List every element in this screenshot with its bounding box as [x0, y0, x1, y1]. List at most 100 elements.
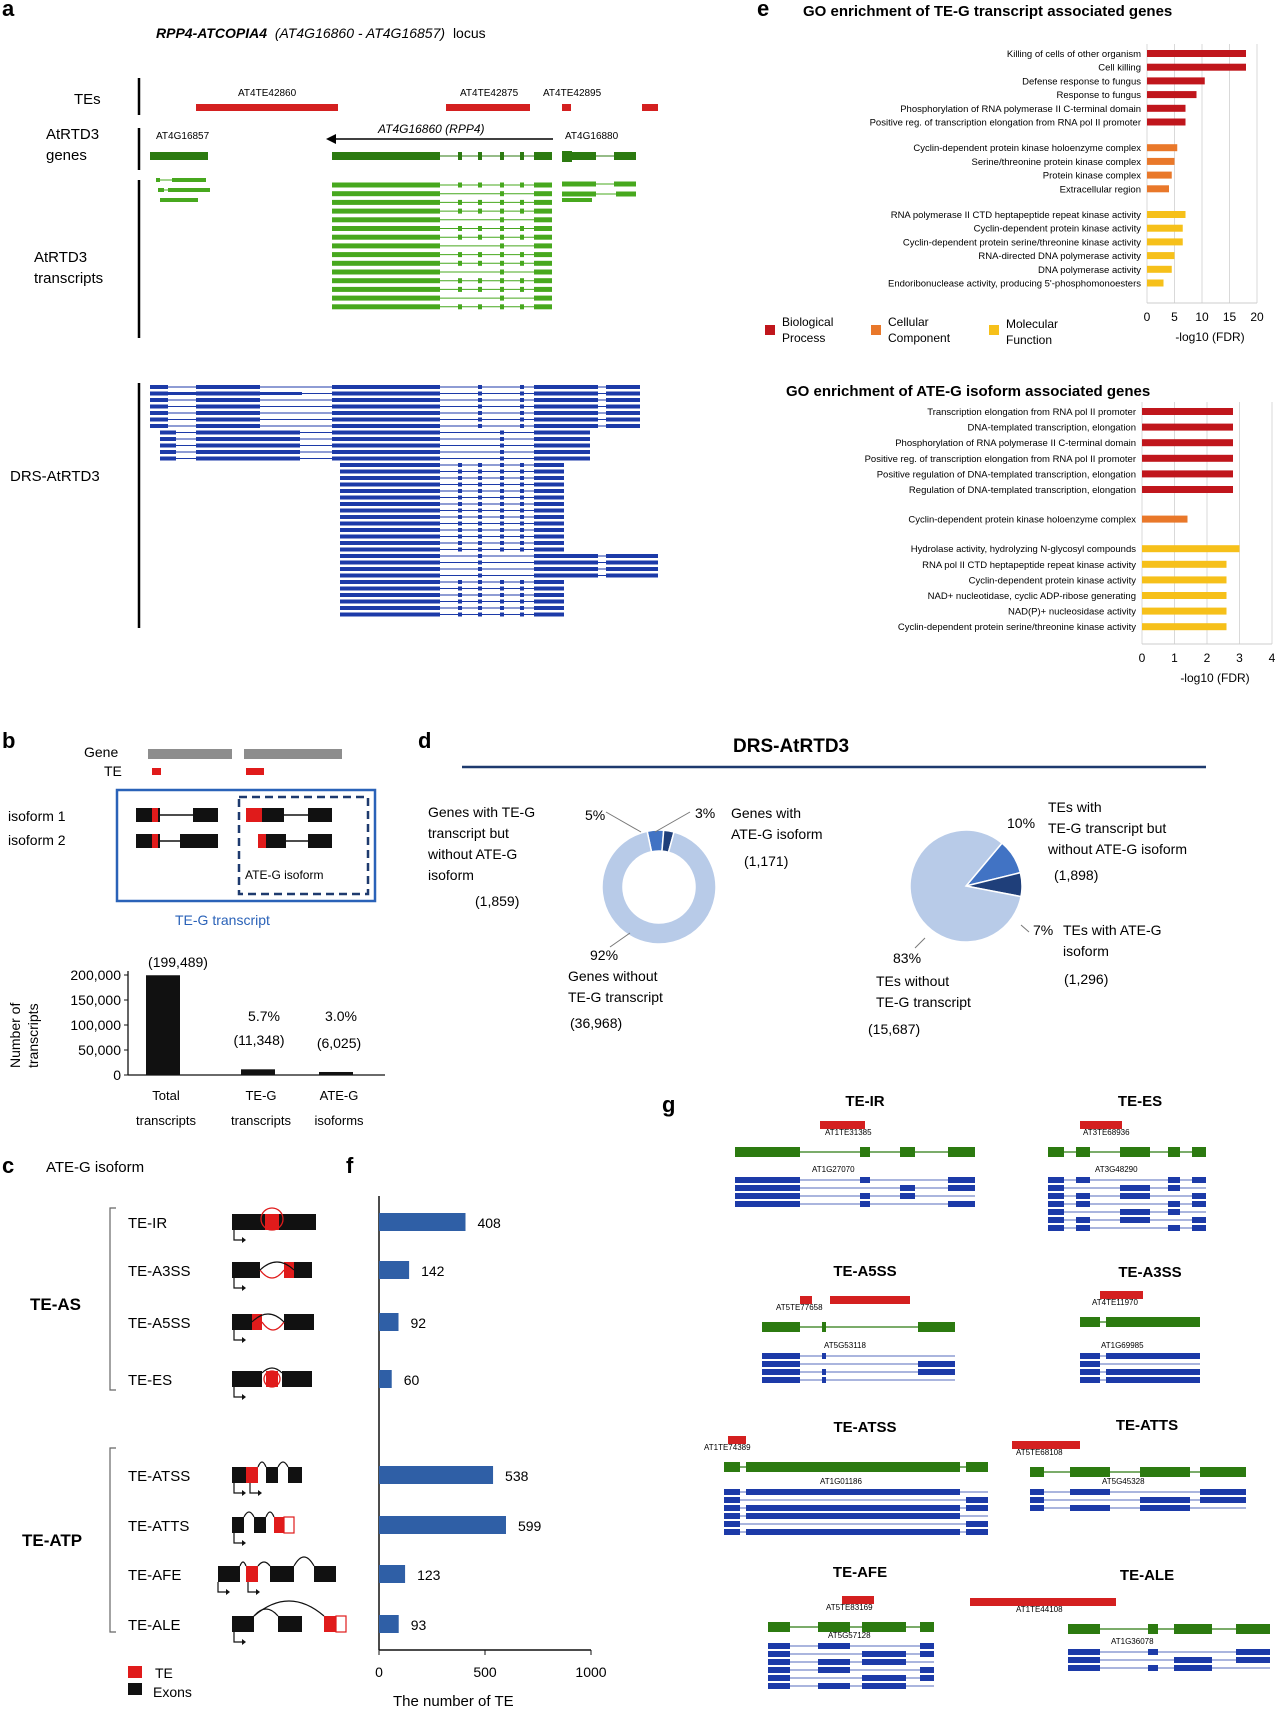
- drs-read-12-exon: [534, 463, 564, 467]
- drs-read-25-exon: [520, 547, 524, 552]
- c-exon: [270, 1566, 294, 1582]
- g-gene-exon: [1080, 1317, 1100, 1327]
- drs-read-13-exon: [458, 469, 462, 474]
- g-read-exon: [860, 1177, 870, 1183]
- donut-label-b: Genes with ATE-G isoform: [731, 805, 823, 842]
- c-type-list: TE-IRTE-A3SSTE-A5SSTE-ESTE-ATSSTE-ATTSTE…: [128, 1207, 347, 1645]
- pie-label-c: TEs without TE-G transcript: [876, 973, 971, 1010]
- c-type-label: TE-ATSS: [128, 1468, 190, 1485]
- tx-main-13-exon: [534, 295, 552, 301]
- tx-main-14-exon: [534, 304, 552, 310]
- g-gene-id: AT5G57128: [828, 1631, 871, 1640]
- drs-read-22-exon: [520, 528, 524, 532]
- tx-main-7-exon: [500, 243, 504, 249]
- x-tick: 10: [1195, 310, 1209, 324]
- iso-exon: [266, 834, 286, 848]
- drs-read-1-exon: [606, 391, 640, 396]
- drs-read-25-exon: [478, 547, 482, 552]
- c-type-label: TE-ATTS: [128, 1518, 189, 1535]
- g-read-exon: [1076, 1225, 1090, 1231]
- iso-te: [152, 808, 158, 822]
- g-gene-exon: [822, 1322, 826, 1332]
- pie-pct-b: 7%: [1033, 922, 1053, 938]
- tx-main-9-exon: [520, 260, 524, 266]
- c-tss-head: [242, 1237, 246, 1243]
- tx-main-9-exon: [332, 260, 440, 266]
- go-term: Extracellular region: [1060, 184, 1141, 195]
- c-exon: [232, 1467, 246, 1483]
- g-read-exon: [1076, 1177, 1090, 1183]
- drs-read-1-exon: [332, 391, 440, 396]
- go-bar: [1142, 454, 1233, 462]
- g-read-exon: [762, 1369, 800, 1375]
- locus-title: RPP4-ATCOPIA4 (AT4G16860 - AT4G16857) lo…: [156, 25, 486, 41]
- c-tss-arrow: [233, 1533, 244, 1544]
- drs-read-26-exon: [478, 554, 482, 558]
- f-bar-value: 123: [417, 1567, 441, 1583]
- drs-read-35-exon: [478, 612, 482, 617]
- drs-read-18-exon: [340, 502, 440, 506]
- c-tss-head: [226, 1589, 230, 1595]
- c-type-label: TE-ES: [128, 1372, 172, 1389]
- g-read-exon: [1106, 1353, 1200, 1359]
- b-cat-bot: transcripts: [136, 1113, 196, 1128]
- c-splice: [277, 1461, 289, 1468]
- g-read-exon: [818, 1683, 850, 1689]
- drs-read-9-exon: [160, 443, 176, 448]
- drs-read-4-exon: [478, 411, 482, 415]
- g-read-exon: [862, 1651, 906, 1657]
- drs-read-6-exon: [196, 424, 260, 428]
- go-term: Positive reg. of transcription elongatio…: [865, 454, 1136, 465]
- drs-read-30-exon: [520, 580, 524, 584]
- c-tss-head: [242, 1540, 246, 1546]
- f-bar: [379, 1565, 406, 1583]
- drs-read-30-exon: [534, 580, 564, 584]
- c-splice: [261, 1367, 283, 1374]
- drs-long-read: [158, 392, 302, 395]
- drs-read-3-exon: [150, 404, 168, 409]
- tx-main-11-exon: [458, 278, 462, 284]
- f-bar-value: 599: [518, 1518, 542, 1534]
- tx-left-0-exon: [156, 178, 160, 182]
- f-bar: [379, 1261, 410, 1279]
- drs-read-8-exon: [332, 437, 440, 441]
- g-te-id: AT1TE31385: [825, 1128, 872, 1137]
- iso-exon: [180, 834, 218, 848]
- drs-read-0-exon: [534, 385, 598, 389]
- g-te-id: AT5TE83169: [826, 1603, 873, 1612]
- g-read-exon: [1168, 1225, 1180, 1231]
- transcript-count-chart: 200,000150,000100,00050,0000Totaltranscr…: [70, 954, 385, 1128]
- drs-read-15-exon: [500, 482, 504, 487]
- drs-read-8-exon: [160, 437, 176, 441]
- drs-read-28-exon: [340, 567, 440, 571]
- tx-main-11-exon: [478, 278, 482, 284]
- drs-read-16-exon: [534, 489, 564, 493]
- drs-read-27-exon: [340, 560, 440, 565]
- tx-main-12-exon: [478, 286, 482, 292]
- drs-read-7-exon: [160, 430, 176, 435]
- drs-read-19-exon: [500, 508, 504, 513]
- g-gene-exon: [1106, 1317, 1200, 1327]
- tx-main-8-exon: [478, 252, 482, 258]
- gene-model-3-exon: [562, 152, 596, 160]
- g-read-exon: [724, 1505, 740, 1511]
- drs-read-7-exon: [196, 430, 300, 435]
- g-read-exon: [746, 1529, 960, 1535]
- c-tss-head: [258, 1490, 262, 1496]
- g-gene-exon: [1140, 1467, 1190, 1477]
- g-read-exon: [1174, 1665, 1212, 1671]
- g-gene-exon: [1070, 1467, 1110, 1477]
- tx-main-3-exon: [500, 208, 504, 214]
- c-exon: [232, 1616, 254, 1632]
- drs-read-8-exon: [500, 437, 504, 441]
- g-gene-exon: [1148, 1624, 1158, 1634]
- c-exon: [266, 1467, 278, 1483]
- tx-main-12-exon: [534, 286, 552, 292]
- tx-right-1-exon: [562, 191, 596, 197]
- drs-read-35-exon: [500, 612, 504, 617]
- drs-read-18-exon: [458, 502, 462, 506]
- tx-main-3-exon: [534, 208, 552, 214]
- donut-pct-b: 3%: [695, 805, 715, 821]
- g-read-exon: [918, 1361, 955, 1367]
